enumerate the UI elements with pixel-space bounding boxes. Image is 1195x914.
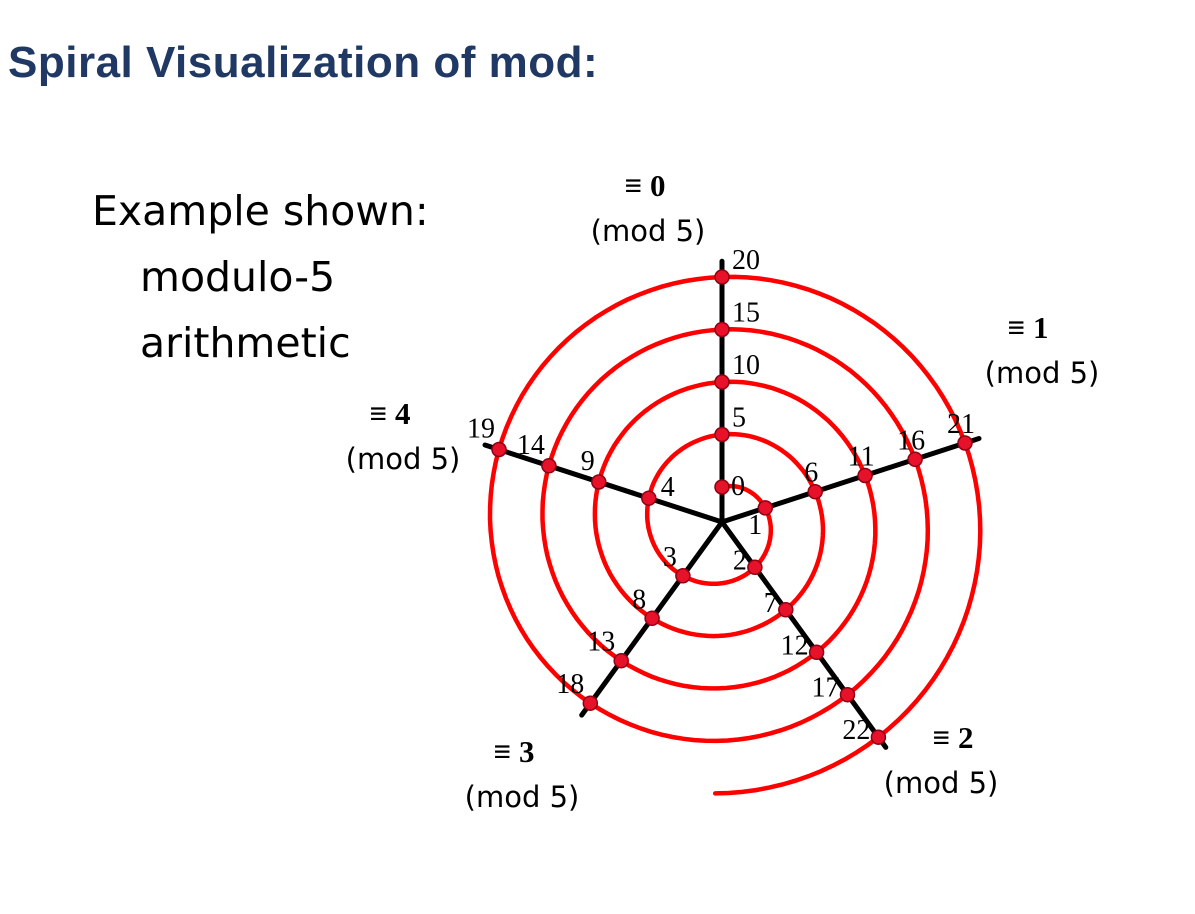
number-label-16: 16 [897,425,925,456]
number-label-21: 21 [947,409,975,440]
spiral-point-11 [857,467,873,484]
number-label-8: 8 [632,584,646,615]
spiral-point-17 [839,686,856,703]
spiral-point-6 [807,483,823,500]
congruence-class-label-1: ≡ 1 [1008,310,1049,345]
spiral-point-7 [778,602,794,618]
number-label-20: 20 [732,245,760,276]
number-label-10: 10 [732,350,760,381]
congruence-class-label-3: ≡ 3 [494,734,535,769]
spiral-point-2 [747,559,763,576]
spiral-point-21 [957,435,973,451]
spiral-point-16 [907,451,923,468]
spiral-point-20 [714,269,730,285]
spiral-point-12 [808,644,825,661]
mod-label-3: (mod 5) [465,780,580,814]
number-label-7: 7 [764,588,778,619]
number-label-19: 19 [467,414,495,445]
spiral-point-3 [675,568,691,584]
spiral-point-9 [591,474,607,490]
caption-line-2: modulo-5 [140,253,336,301]
number-label-3: 3 [663,542,677,573]
number-label-4: 4 [661,472,675,503]
number-label-12: 12 [781,630,809,661]
mod-label-4: (mod 5) [346,442,461,476]
spiral-point-14 [541,458,557,474]
number-label-1: 1 [748,510,762,541]
number-label-2: 2 [733,545,747,576]
mod-label-2: (mod 5) [884,766,999,800]
number-label-13: 13 [587,627,615,658]
spiral-point-0 [714,479,730,495]
spiral-point-1 [757,500,774,516]
number-label-9: 9 [581,446,595,477]
number-label-17: 17 [812,673,840,704]
mod-spiral-curve [487,274,983,796]
number-label-11: 11 [848,442,875,473]
spiral-point-18 [582,695,599,711]
number-label-15: 15 [732,298,760,329]
mod-label-1: (mod 5) [985,356,1100,390]
caption-line-3: arithmetic [140,319,351,367]
spiral-point-5 [714,426,730,443]
number-label-0: 0 [731,471,745,502]
number-label-18: 18 [556,669,584,700]
congruence-class-label-0: ≡ 0 [625,168,666,203]
number-label-6: 6 [804,458,818,489]
spiral-point-19 [491,441,507,458]
mod-label-0: (mod 5) [591,214,706,248]
spiral-point-4 [641,490,657,506]
number-label-5: 5 [732,403,746,434]
congruence-class-label-4: ≡ 4 [370,396,411,431]
residue-spoke-2 [719,519,889,750]
number-label-14: 14 [517,430,545,461]
example-caption: Example shown: modulo-5 arithmetic [92,178,522,376]
spiral-point-8 [644,610,660,627]
spiral-point-13 [613,652,629,669]
slide-title: Spiral Visualization of mod: [8,38,599,87]
number-label-22: 22 [842,715,870,746]
congruence-class-label-2: ≡ 2 [933,720,974,755]
spiral-point-15 [714,321,730,338]
caption-line-1: Example shown: [92,187,429,235]
spiral-point-10 [714,374,730,390]
spiral-point-22 [870,729,887,745]
